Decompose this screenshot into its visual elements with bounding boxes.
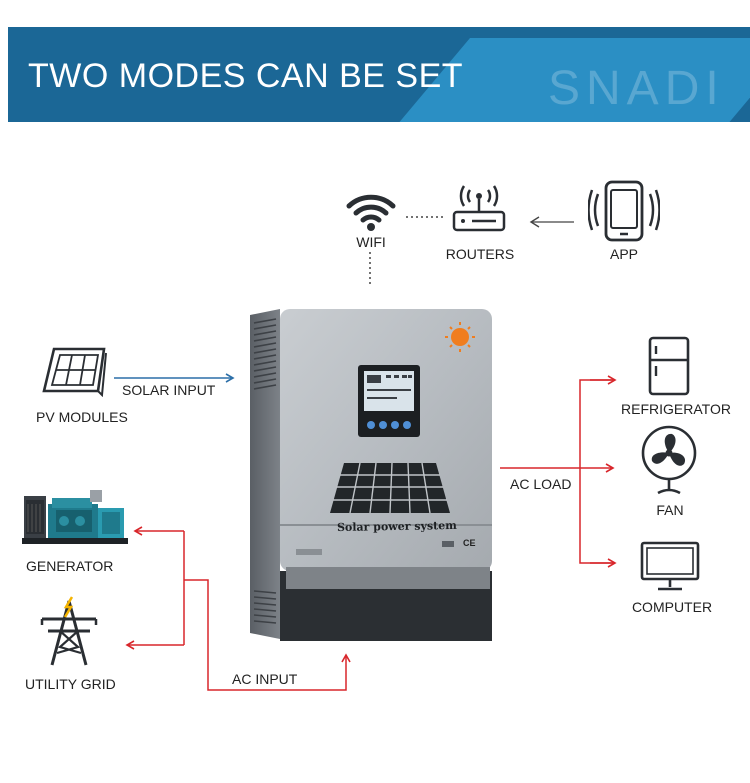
generator-label: GENERATOR xyxy=(26,558,114,574)
router-icon xyxy=(452,185,506,232)
routers-label: ROUTERS xyxy=(445,246,515,262)
fan-icon xyxy=(641,425,697,495)
app-label: APP xyxy=(609,246,639,262)
refrigerator-label: REFRIGERATOR xyxy=(621,401,731,417)
solar-inverter-device xyxy=(250,309,492,641)
solar-input-label: SOLAR INPUT xyxy=(122,382,216,398)
fan-label: FAN xyxy=(656,502,684,518)
ac-load-label: AC LOAD xyxy=(510,476,572,492)
pv-modules-label: PV MODULES xyxy=(36,409,128,425)
wifi-label: WIFI xyxy=(356,234,386,250)
banner-title: TWO MODES CAN BE SET xyxy=(28,57,464,95)
refrigerator-icon xyxy=(648,336,690,396)
ac-input-label: AC INPUT xyxy=(232,671,298,687)
utility-grid-label: UTILITY GRID xyxy=(25,676,116,692)
ce-mark: CE xyxy=(463,538,476,548)
computer-icon xyxy=(640,541,700,591)
brand-watermark: SNADI xyxy=(548,62,725,115)
generator-icon xyxy=(22,490,128,544)
wifi-icon xyxy=(346,194,396,231)
device-front-text: Solar power system xyxy=(336,518,457,535)
phone-icon xyxy=(588,180,660,242)
ac-input-feed-line xyxy=(184,579,351,691)
ac-load-branch xyxy=(579,379,612,564)
computer-label: COMPUTER xyxy=(631,599,713,615)
solar-panel-icon xyxy=(42,347,107,397)
header-banner: SNADI TWO MODES CAN BE SET xyxy=(8,27,750,122)
power-tower-icon xyxy=(40,596,98,666)
